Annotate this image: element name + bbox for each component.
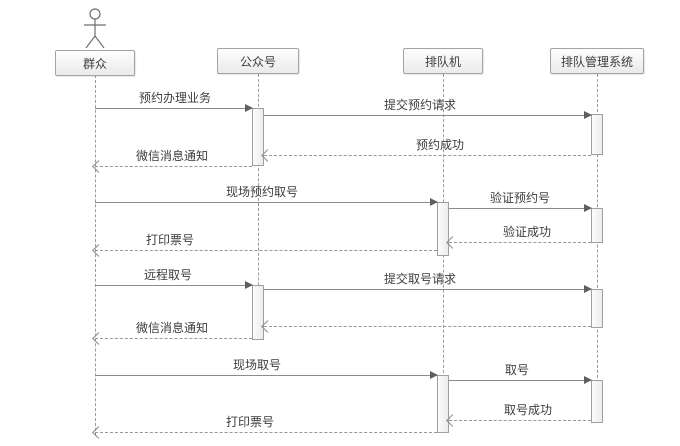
- message-label: 验证成功: [502, 225, 552, 239]
- message-label: 取号: [504, 363, 530, 377]
- activation-system-4: [591, 380, 603, 423]
- message-label: 验证预约号: [489, 191, 551, 205]
- message-return: 打印票号: [92, 415, 437, 439]
- arrowhead-icon: [584, 376, 592, 384]
- activation-wechat-1: [252, 108, 264, 166]
- message-label: 打印票号: [145, 233, 195, 247]
- participant-public: 群众: [55, 50, 135, 76]
- activation-machine-2: [437, 375, 449, 433]
- message-arrow: 现场取号: [95, 358, 438, 379]
- message-arrow: 提交取号请求: [264, 272, 592, 293]
- participant-wechat-account: 公众号: [217, 48, 299, 74]
- activation-system-3: [591, 289, 603, 328]
- activation-system-2: [591, 208, 603, 243]
- message-label: 远程取号: [143, 268, 193, 282]
- lifeline-public: [95, 75, 96, 436]
- activation-machine-1: [437, 202, 449, 256]
- arrowhead-icon: [584, 285, 592, 293]
- arrowhead-icon: [430, 371, 438, 379]
- message-return: 打印票号: [92, 233, 437, 257]
- message-label: 微信消息通知: [135, 321, 209, 335]
- message-arrow: 现场预约取号: [95, 185, 438, 206]
- participant-label: 排队管理系统: [560, 54, 633, 69]
- activation-wechat-2: [252, 285, 264, 340]
- participant-queue-machine: 排队机: [403, 48, 483, 74]
- participant-label: 排队机: [424, 54, 461, 69]
- participant-queue-system: 排队管理系统: [550, 48, 644, 74]
- participant-label: 群众: [82, 56, 107, 71]
- message-label: 现场取号: [232, 358, 282, 372]
- message-arrow: 提交预约请求: [264, 98, 592, 119]
- message-label: 打印票号: [225, 415, 275, 429]
- message-return: [261, 320, 591, 333]
- message-return: 微信消息通知: [92, 321, 252, 345]
- message-label: 提交预约请求: [383, 98, 457, 112]
- participant-label: 公众号: [239, 54, 276, 69]
- actor-icon: [84, 8, 106, 49]
- lifeline-wechat-account: [258, 74, 259, 340]
- message-label: 预约成功: [415, 138, 465, 152]
- message-arrow: 预约办理业务: [95, 91, 253, 112]
- arrowhead-icon: [584, 111, 592, 119]
- activation-system-1: [591, 114, 603, 155]
- arrowhead-icon: [584, 204, 592, 212]
- message-label: 现场预约取号: [225, 185, 299, 199]
- message-return: 验证成功: [446, 225, 591, 249]
- arrowhead-icon: [245, 281, 253, 289]
- message-arrow: 远程取号: [95, 268, 253, 289]
- arrowhead-icon: [430, 198, 438, 206]
- message-arrow: 取号: [449, 363, 592, 384]
- message-label: 提交取号请求: [383, 272, 457, 286]
- message-return: 微信消息通知: [92, 149, 252, 173]
- message-return: 预约成功: [261, 138, 591, 162]
- message-label: 预约办理业务: [138, 91, 212, 105]
- message-arrow: 验证预约号: [449, 191, 592, 212]
- arrowhead-icon: [245, 104, 253, 112]
- message-return: 取号成功: [446, 403, 591, 427]
- message-label: 取号成功: [503, 403, 553, 417]
- message-label: 微信消息通知: [135, 149, 209, 163]
- lifeline-queue-system: [597, 74, 598, 423]
